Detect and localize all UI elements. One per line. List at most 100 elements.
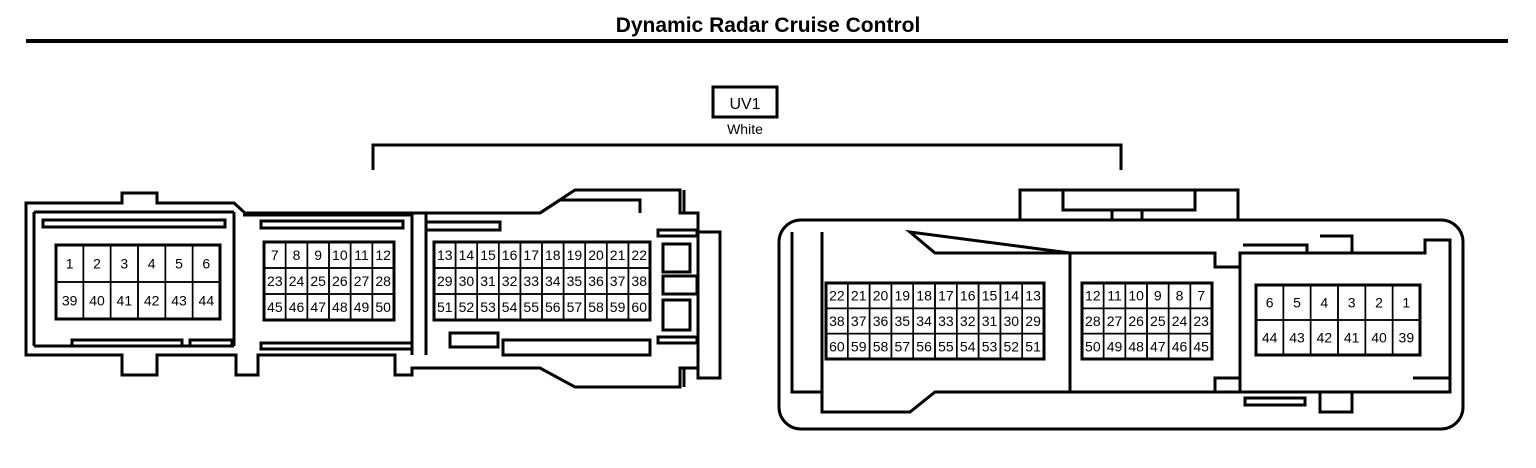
pin-number: 34 bbox=[916, 313, 932, 329]
pin-number: 39 bbox=[62, 293, 78, 309]
pin-number: 11 bbox=[1107, 288, 1122, 304]
pin-number: 23 bbox=[1193, 313, 1209, 329]
pin-number: 22 bbox=[631, 247, 647, 263]
pin-number: 3 bbox=[1348, 295, 1356, 311]
connector-code-box bbox=[711, 85, 779, 119]
pin-number: 36 bbox=[588, 273, 604, 289]
pin-number: 38 bbox=[631, 273, 647, 289]
pin-number: 30 bbox=[1004, 313, 1020, 329]
pin-number: 31 bbox=[480, 273, 496, 289]
pin-number: 32 bbox=[960, 313, 976, 329]
pin-number: 16 bbox=[502, 247, 518, 263]
pin-cell bbox=[1021, 332, 1045, 360]
pin-number: 44 bbox=[199, 293, 215, 309]
pin-number: 6 bbox=[1266, 295, 1274, 311]
pin-number: 37 bbox=[851, 313, 867, 329]
pin-cell bbox=[1189, 332, 1213, 360]
pin-number: 10 bbox=[332, 247, 348, 263]
pin-number: 9 bbox=[314, 247, 322, 263]
connector-color: White bbox=[727, 121, 763, 137]
pin-number: 47 bbox=[1150, 338, 1166, 354]
pin-number: 56 bbox=[916, 338, 932, 354]
pin-number: 54 bbox=[960, 338, 976, 354]
pin-number: 26 bbox=[332, 273, 348, 289]
pin-number: 52 bbox=[1004, 338, 1020, 354]
pin-number: 29 bbox=[437, 273, 453, 289]
pin-number: 22 bbox=[829, 288, 845, 304]
pin-number: 59 bbox=[851, 338, 867, 354]
pin-number: 49 bbox=[1107, 338, 1123, 354]
pin-number: 19 bbox=[567, 247, 583, 263]
pin-number: 49 bbox=[354, 299, 370, 315]
pin-number: 14 bbox=[1004, 288, 1020, 304]
right-connector-housing bbox=[777, 188, 1465, 431]
pin-number: 21 bbox=[610, 247, 626, 263]
pin-cell bbox=[1391, 319, 1421, 356]
pin-number: 50 bbox=[1085, 338, 1101, 354]
pin-number: 45 bbox=[267, 299, 283, 315]
pin-number: 43 bbox=[171, 293, 187, 309]
pin-number: 46 bbox=[1172, 338, 1188, 354]
pin-number: 14 bbox=[459, 247, 475, 263]
pin-number: 56 bbox=[545, 299, 561, 315]
pin-number: 29 bbox=[1025, 313, 1041, 329]
pin-number: 28 bbox=[1085, 313, 1101, 329]
pin-number: 48 bbox=[1128, 338, 1144, 354]
pin-number: 50 bbox=[375, 299, 391, 315]
pin-number: 18 bbox=[916, 288, 932, 304]
pin-number: 2 bbox=[93, 256, 101, 272]
pin-number: 59 bbox=[610, 299, 626, 315]
pin-number: 27 bbox=[354, 273, 370, 289]
pin-number: 12 bbox=[375, 247, 391, 263]
pin-number: 1 bbox=[1402, 295, 1410, 311]
pin-number: 60 bbox=[631, 299, 647, 315]
pin-number: 3 bbox=[120, 256, 128, 272]
pin-number: 26 bbox=[1128, 313, 1144, 329]
pin-number: 43 bbox=[1289, 330, 1305, 346]
pin-number: 58 bbox=[873, 338, 889, 354]
pin-number: 33 bbox=[523, 273, 539, 289]
pin-number: 16 bbox=[960, 288, 976, 304]
pin-number: 38 bbox=[829, 313, 845, 329]
pin-number: 13 bbox=[437, 247, 453, 263]
pin-number: 58 bbox=[588, 299, 604, 315]
pin-number: 24 bbox=[1172, 313, 1188, 329]
pin-number: 57 bbox=[895, 338, 911, 354]
pin-number: 23 bbox=[267, 273, 283, 289]
pin-number: 42 bbox=[144, 293, 160, 309]
pin-number: 52 bbox=[459, 299, 475, 315]
pin-number: 35 bbox=[567, 273, 583, 289]
pin-number: 25 bbox=[310, 273, 326, 289]
pin-number: 51 bbox=[1025, 338, 1041, 354]
pin-cell bbox=[627, 293, 651, 321]
pin-number: 28 bbox=[375, 273, 391, 289]
pin-number: 30 bbox=[459, 273, 475, 289]
pin-number: 18 bbox=[545, 247, 561, 263]
pin-number: 41 bbox=[1344, 330, 1360, 346]
pin-number: 5 bbox=[1293, 295, 1301, 311]
pin-number: 40 bbox=[89, 293, 105, 309]
pin-number: 15 bbox=[480, 247, 496, 263]
pin-number: 11 bbox=[354, 247, 369, 263]
pin-number: 20 bbox=[873, 288, 889, 304]
left-connector-housing bbox=[24, 188, 722, 389]
pin-number: 27 bbox=[1107, 313, 1123, 329]
pin-cell bbox=[191, 281, 221, 320]
pin-number: 21 bbox=[851, 288, 867, 304]
pin-cell bbox=[371, 293, 395, 321]
pin-number: 24 bbox=[289, 273, 305, 289]
pin-number: 25 bbox=[1150, 313, 1166, 329]
pin-number: 15 bbox=[982, 288, 998, 304]
pin-number: 46 bbox=[289, 299, 305, 315]
pin-number: 8 bbox=[1176, 288, 1184, 304]
pin-number: 55 bbox=[938, 338, 954, 354]
pin-number: 51 bbox=[437, 299, 453, 315]
pin-number: 35 bbox=[895, 313, 911, 329]
pin-number: 12 bbox=[1085, 288, 1101, 304]
connector-code: UV1 bbox=[729, 96, 760, 113]
pin-number: 10 bbox=[1128, 288, 1144, 304]
